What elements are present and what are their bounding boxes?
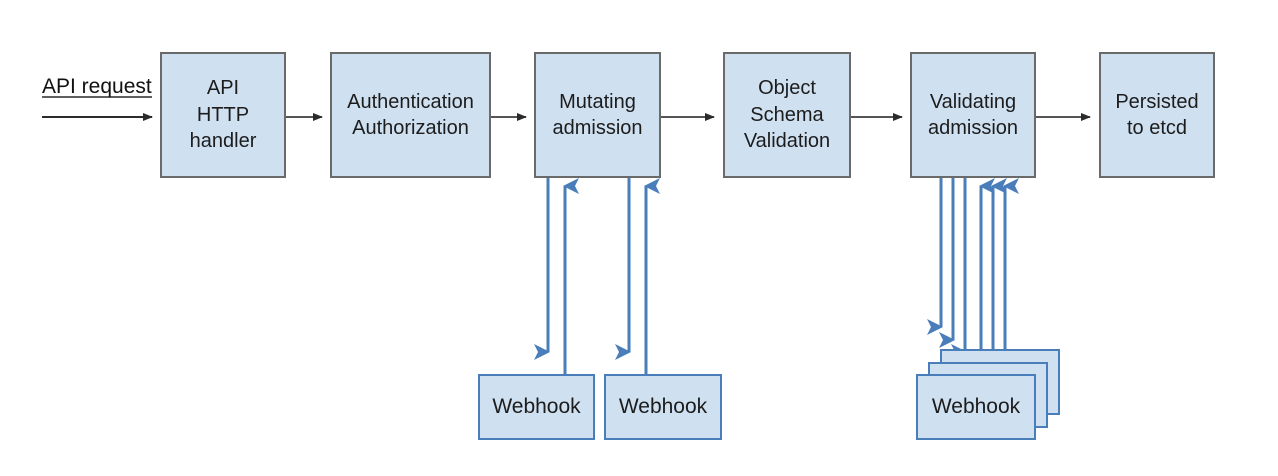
api-request-label: API request [42,75,152,98]
node-object-schema-validation[interactable]: Object Schema Validation [723,52,851,178]
webhook-box-mutating-2[interactable]: Webhook [604,374,722,440]
node-persisted-to-etcd[interactable]: Persisted to etcd [1099,52,1215,178]
arrow-mutating-to-webhook-1 [534,178,579,374]
arrow-mutating-to-webhook-2 [615,178,660,374]
node-validating-admission[interactable]: Validating admission [910,52,1036,178]
node-mutating-admission[interactable]: Mutating admission [534,52,661,178]
arrow-validating-to-webhook-stack [927,178,1019,374]
webhook-box-mutating-1[interactable]: Webhook [478,374,595,440]
node-api-http-handler[interactable]: API HTTP handler [160,52,286,178]
webhook-box-validating-front[interactable]: Webhook [916,374,1036,440]
arrow-api-request [42,96,153,121]
node-authentication-authorization[interactable]: Authentication Authorization [330,52,491,178]
